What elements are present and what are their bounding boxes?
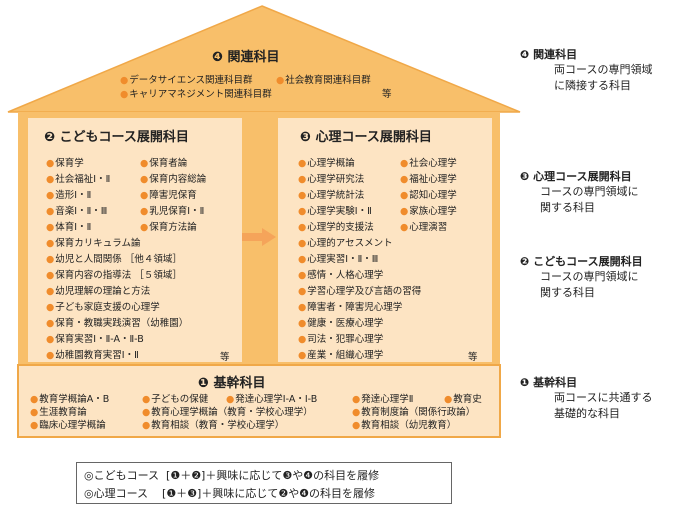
shinri-item: ●認知心理学 [400, 190, 457, 201]
shinri-item: ●学習心理学及び言語の習得 [298, 286, 422, 297]
kikan-item: ●教育相談（幼児教育） [352, 420, 457, 431]
kikan-item: ●教育相談（教育・学校心理学） [142, 420, 285, 431]
legend-desc: 基礎的な科目 [554, 407, 620, 420]
shinri-item: ●心理的アセスメント [298, 238, 393, 249]
roof-title: ❹ 関連科目 [212, 50, 280, 65]
kodomo-item: ●保育内容総論 [140, 174, 207, 185]
kikan-item: ●教育制度論（関係行政論） [352, 407, 476, 418]
kodomo-item: ●保育実習Ⅰ・Ⅱ-A・Ⅱ-B [46, 334, 144, 345]
kikan-frame [17, 364, 501, 438]
shinri-item: ●健康・医療心理学 [298, 318, 384, 329]
kodomo-item: ●保育・教職実践演習（幼稚園） [46, 318, 189, 329]
course-note: ◎心理コース [❶＋❸]＋興味に応じて❷や❹の科目を履修 [84, 487, 376, 500]
kodomo-item: ●保育者論 [140, 158, 188, 169]
shinri-item: ●障害者・障害児心理学 [298, 302, 403, 313]
shinri-panel [278, 118, 492, 362]
legend-desc: 関する科目 [540, 286, 595, 299]
shinri-item: ●心理学的支援法 [298, 222, 374, 233]
kodomo-item: ●保育学 [46, 158, 84, 169]
legend-desc: コースの専門領域に [540, 270, 639, 283]
shinri-item: ●家族心理学 [400, 206, 457, 217]
shinri-etc: 等 [468, 352, 478, 363]
shinri-item: ●福祉心理学 [400, 174, 457, 185]
shinri-item: ●心理学概論 [298, 158, 355, 169]
kodomo-item: ●社会福祉Ⅰ・Ⅱ [46, 174, 111, 185]
legend-head: ❸ 心理コース展開科目 [520, 170, 632, 183]
roof-item: ●データサイエンス関連科目群 [120, 75, 253, 86]
shinri-item: ●社会心理学 [400, 158, 457, 169]
shinri-item: ●産業・組織心理学 [298, 350, 384, 361]
course-note: ◎こどもコース [❶＋❷]＋興味に応じて❸や❹の科目を履修 [84, 469, 380, 482]
legend-desc: 両コースに共通する [554, 391, 653, 404]
legend-head: ❷ こどもコース展開科目 [520, 255, 643, 268]
kikan-item: ●発達心理学Ⅱ [352, 394, 414, 405]
kikan-item: ●教育史 [444, 394, 482, 405]
shinri-item: ●感情・人格心理学 [298, 270, 384, 281]
kodomo-item: ●体育Ⅰ・Ⅱ [46, 222, 92, 233]
kodomo-item: ●幼稚園教育実習Ⅰ・Ⅱ [46, 350, 139, 361]
kikan-item: ●教育心理学概論（教育・学校心理学） [142, 407, 313, 418]
kodomo-etc: 等 [220, 352, 230, 363]
kodomo-item: ●音楽Ⅰ・Ⅱ・Ⅲ [46, 206, 108, 217]
kikan-item: ●生涯教育論 [30, 407, 87, 418]
kikan-item: ●教育学概論A・B [30, 394, 110, 405]
kodomo-item: ●保育内容の指導法 ［５領域］ [46, 270, 182, 281]
kodomo-item: ●乳児保育Ⅰ・Ⅱ [140, 206, 205, 217]
kikan-item: ●発達心理学Ⅰ-A・Ⅰ-B [226, 394, 318, 405]
kodomo-item: ●保育方法論 [140, 222, 197, 233]
legend-desc: に隣接する科目 [554, 79, 631, 92]
shinri-item: ●心理学研究法 [298, 174, 365, 185]
legend-desc: 両コースの専門領域 [554, 63, 653, 76]
kodomo-item: ●保育カリキュラム論 [46, 238, 141, 249]
roof-item: ●キャリアマネジメント関連科目群 [120, 89, 272, 100]
shinri-item: ●心理演習 [400, 222, 448, 233]
kodomo-item: ●幼児理解の理論と方法 [46, 286, 151, 297]
legend-desc: 関する科目 [540, 201, 595, 214]
legend-head: ❹ 関連科目 [520, 48, 578, 61]
legend-head: ❶ 基幹科目 [520, 376, 578, 389]
shinri-item: ●司法・犯罪心理学 [298, 334, 384, 345]
kikan-item: ●子どもの保健 [142, 394, 209, 405]
shinri-item: ●心理学統計法 [298, 190, 365, 201]
kodomo-title: ❷ こどもコース展開科目 [44, 130, 189, 145]
kodomo-panel [28, 118, 242, 362]
roof-etc: 等 [382, 89, 392, 100]
kodomo-item: ●造形Ⅰ・Ⅱ [46, 190, 92, 201]
shinri-title: ❸ 心理コース展開科目 [300, 130, 432, 145]
legend-desc: コースの専門領域に [540, 185, 639, 198]
course-note-box [76, 462, 452, 504]
roof-item: ●社会教育関連科目群 [276, 75, 371, 86]
kodomo-item: ●障害児保育 [140, 190, 197, 201]
shinri-item: ●心理実習Ⅰ・Ⅱ・Ⅲ [298, 254, 379, 265]
kodomo-item: ●幼児と人間関係 ［他４領域］ [46, 254, 182, 265]
shinri-item: ●心理学実験Ⅰ・Ⅱ [298, 206, 372, 217]
kikan-title: ❶ 基幹科目 [198, 376, 266, 391]
kikan-item: ●臨床心理学概論 [30, 420, 106, 431]
kodomo-item: ●子ども家庭支援の心理学 [46, 302, 160, 313]
